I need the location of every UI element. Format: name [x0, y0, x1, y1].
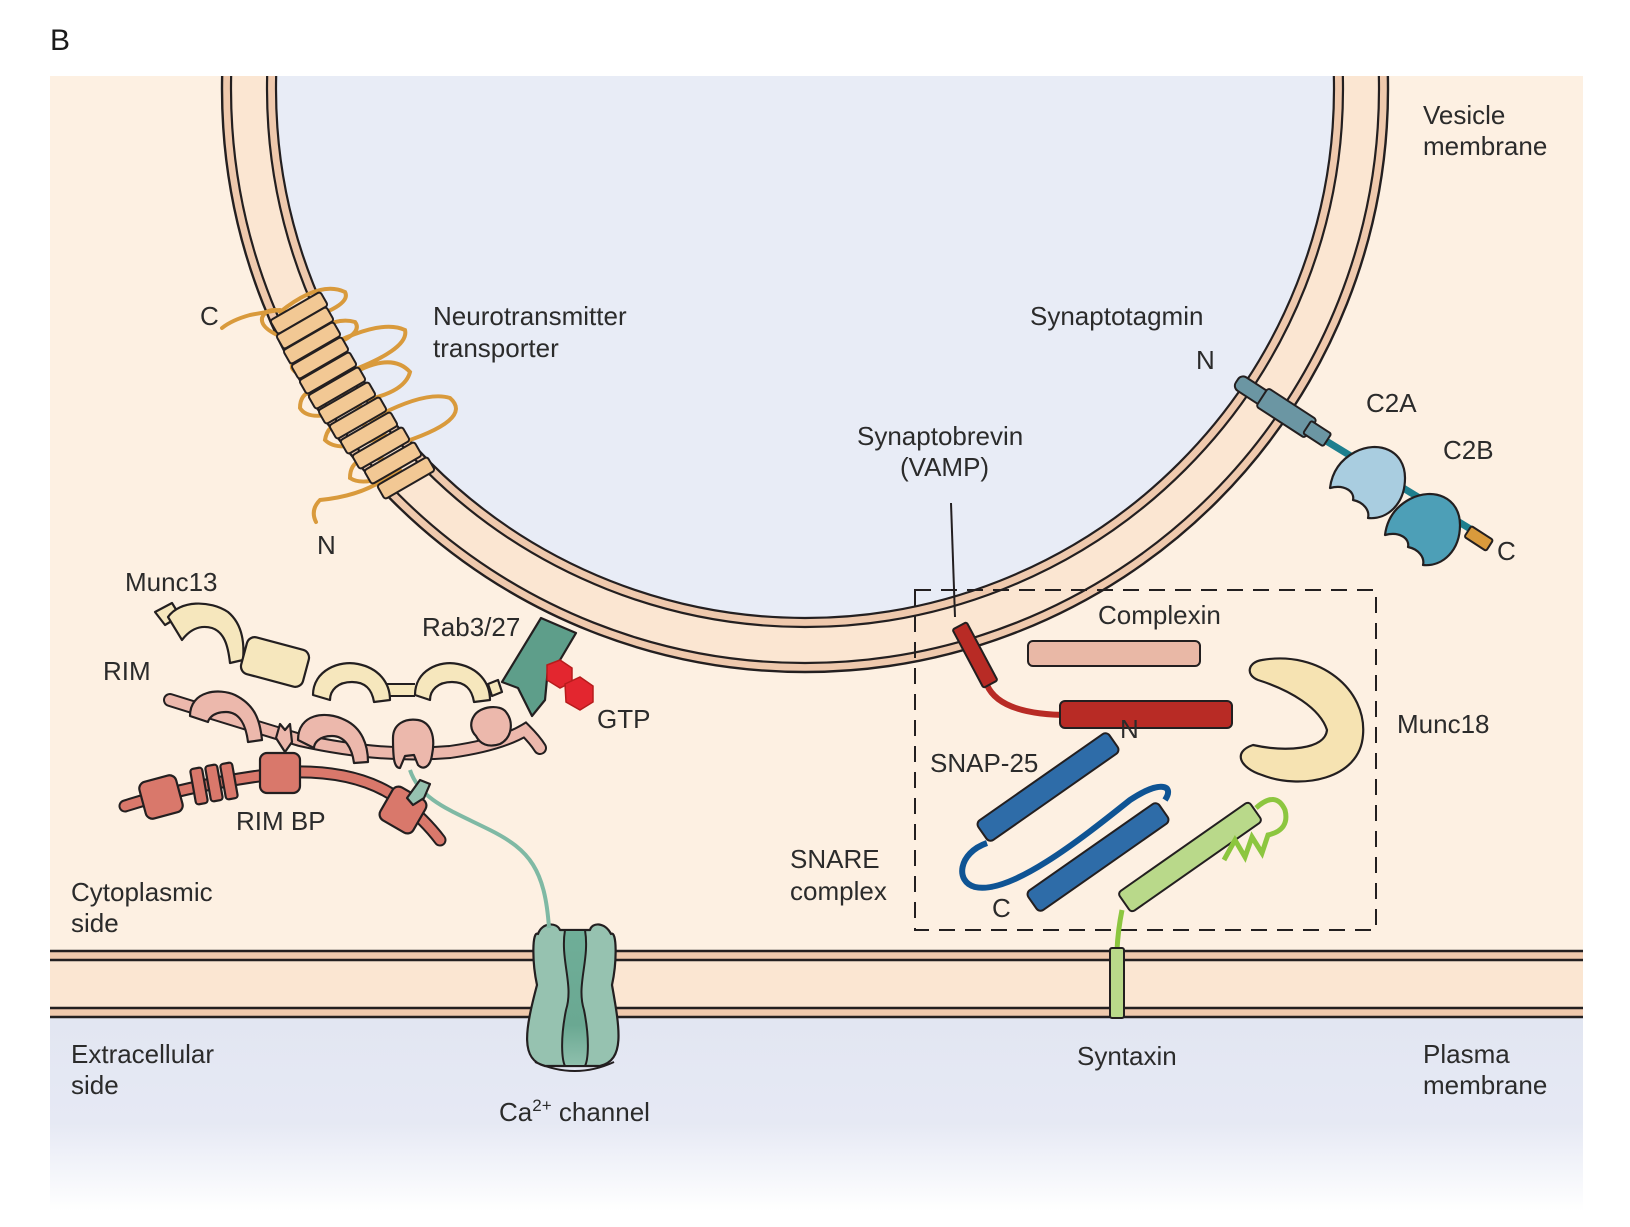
munc18-label: Munc18	[1397, 709, 1490, 739]
rim: RIM	[103, 656, 547, 770]
ca-channel-label: Ca2+ channel	[499, 1096, 650, 1127]
extracellular-side-label-line2: side	[71, 1070, 119, 1100]
vesicle-membrane-label-line2: membrane	[1423, 131, 1547, 161]
extracellular-side-label-line1: Extracellular	[71, 1039, 214, 1069]
synaptobrevin-linker	[984, 683, 1071, 718]
syntaxin-linker	[1114, 909, 1125, 951]
snap25: SNAP-25 N C	[930, 714, 1172, 923]
c2b-label: C2B	[1443, 435, 1494, 465]
synaptobrevin-tm-domain	[952, 621, 998, 689]
syntaxin: Syntaxin	[1077, 797, 1289, 1071]
synaptobrevin-snare-motif	[1059, 700, 1233, 729]
synaptobrevin-leader-line	[950, 502, 956, 618]
cytoplasmic-side-label-line1: Cytoplasmic	[71, 877, 213, 907]
gtp-label: GTP	[597, 704, 650, 734]
transporter-helices	[269, 291, 436, 500]
complexin: Complexin	[1027, 600, 1221, 667]
rab-shape	[500, 616, 578, 718]
plasma-membrane-label-line2: membrane	[1423, 1070, 1547, 1100]
gtp-ring-2	[564, 676, 594, 711]
neurotransmitter-transporter: C N Neurotransmitter transporter	[200, 286, 627, 560]
syntaxin-habc-domain	[1221, 797, 1289, 863]
rim-bp-label: RIM BP	[236, 806, 326, 836]
rim-bp: RIM BP	[118, 751, 447, 847]
snare-complex-label-line2: complex	[790, 876, 887, 906]
vesicle	[220, 76, 1390, 674]
snap25-label: SNAP-25	[930, 748, 1038, 778]
syntaxin-h3-helix	[1118, 801, 1262, 913]
snare-complex-label-line1: SNARE	[790, 844, 880, 874]
snap25-linker	[959, 783, 1172, 891]
transporter-c-terminus-label: C	[200, 301, 219, 331]
c2a-label: C2A	[1366, 388, 1417, 418]
snap25-helix-n	[976, 732, 1120, 842]
rab-label: Rab3/27	[422, 612, 520, 642]
c2a-domain	[1328, 445, 1407, 520]
synaptotagmin-c-cap	[1464, 525, 1494, 552]
munc13-label: Munc13	[125, 567, 218, 597]
ca-channel: Ca2+ channel	[499, 923, 650, 1127]
gtp: GTP	[546, 659, 650, 734]
synaptobrevin-label-line1: Synaptobrevin	[857, 421, 1023, 451]
syntaxin-label: Syntaxin	[1077, 1041, 1177, 1071]
snap25-helix-c	[1026, 802, 1170, 912]
snap25-n-terminus-label: N	[1120, 714, 1139, 744]
transporter-name-line2: transporter	[433, 333, 559, 363]
c2b-domain	[1383, 492, 1462, 567]
snare-complex-box	[914, 589, 1377, 931]
vesicle-membrane-label-line1: Vesicle	[1423, 100, 1505, 130]
synaptotagmin: Synaptotagmin N C2A C2B C	[1030, 301, 1516, 567]
rab: Rab3/27	[422, 612, 578, 718]
complexin-label: Complexin	[1098, 600, 1221, 630]
complexin-helix	[1027, 640, 1201, 667]
plasma-membrane	[50, 949, 1583, 1019]
synaptobrevin: Synaptobrevin (VAMP)	[857, 421, 1233, 729]
munc13: Munc13	[125, 567, 504, 704]
synaptotagmin-c-terminus-label: C	[1497, 536, 1516, 566]
ca-channel-pore	[561, 929, 589, 1067]
transporter-name-line1: Neurotransmitter	[433, 301, 627, 331]
synaptobrevin-label-line2: (VAMP)	[900, 452, 989, 482]
cytoplasmic-side-label-line2: side	[71, 908, 119, 938]
munc18-shape	[1239, 657, 1365, 783]
munc18: Munc18	[1239, 657, 1490, 783]
synaptotagmin-n-terminus-label: N	[1196, 345, 1215, 375]
vesicle-lumen	[275, 76, 1335, 619]
synaptotagmin-label: Synaptotagmin	[1030, 301, 1203, 331]
plasma-membrane-label-line1: Plasma	[1423, 1039, 1510, 1069]
extracellular-region	[50, 1016, 1583, 1211]
rim-label: RIM	[103, 656, 151, 686]
snap25-c-terminus-label: C	[992, 893, 1011, 923]
panel-letter: B	[50, 24, 70, 57]
syntaxin-tm-domain	[1109, 947, 1125, 1019]
transporter-n-terminus-label: N	[317, 530, 336, 560]
